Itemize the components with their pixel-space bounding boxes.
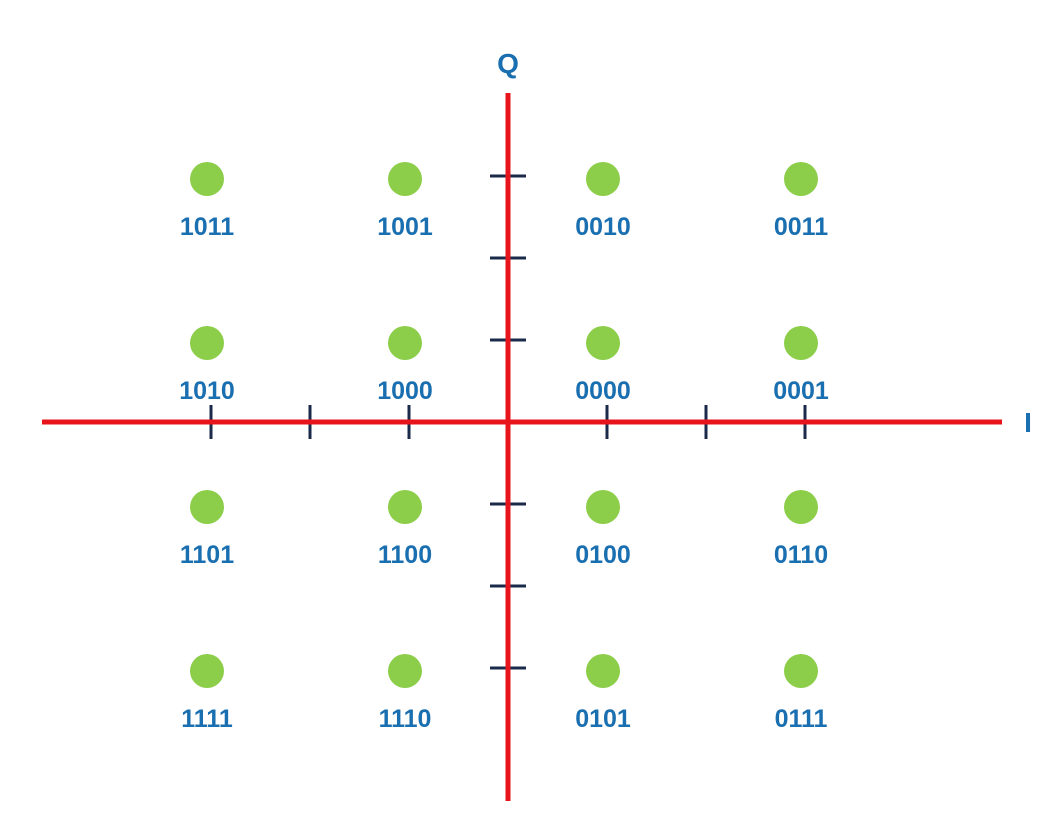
constellation-point-label: 1001 [377,213,433,241]
constellation-point [586,162,620,196]
constellation-point-label: 1011 [180,213,234,241]
constellation-point-label: 0100 [575,541,631,569]
constellation-point [586,490,620,524]
constellation-point-label: 0001 [773,377,829,405]
constellation-point-label: 1110 [379,705,432,733]
constellation-point [784,162,818,196]
constellation-point-label: 0011 [774,213,828,241]
constellation-point-label: 0111 [775,705,828,733]
constellation-point [388,654,422,688]
q-axis-label: Q [497,48,519,79]
constellation-point [784,326,818,360]
constellation-point-label: 0000 [575,377,631,405]
constellation-point [190,326,224,360]
constellation-point [784,490,818,524]
constellation-point [784,654,818,688]
constellation-point [388,490,422,524]
constellation-point [586,326,620,360]
constellation-point-label: 0110 [774,541,828,569]
constellation-point [388,326,422,360]
constellation-points: 1011 1001 0010 0011 1010 1000 0000 0001 1101 1100… [179,162,829,733]
constellation-point-label: 1100 [378,541,432,569]
constellation-point [388,162,422,196]
constellation-point-label: 0101 [575,705,631,733]
constellation-point-label: 0010 [575,213,631,241]
constellation-point [586,654,620,688]
constellation-point-label: 1101 [180,541,234,569]
i-axis-label: I [1024,407,1032,438]
constellation-point-label: 1010 [179,377,235,405]
constellation-point [190,654,224,688]
constellation-point-label: 1000 [377,377,433,405]
constellation-point [190,490,224,524]
constellation-point-label: 1111 [181,705,233,733]
constellation-point [190,162,224,196]
